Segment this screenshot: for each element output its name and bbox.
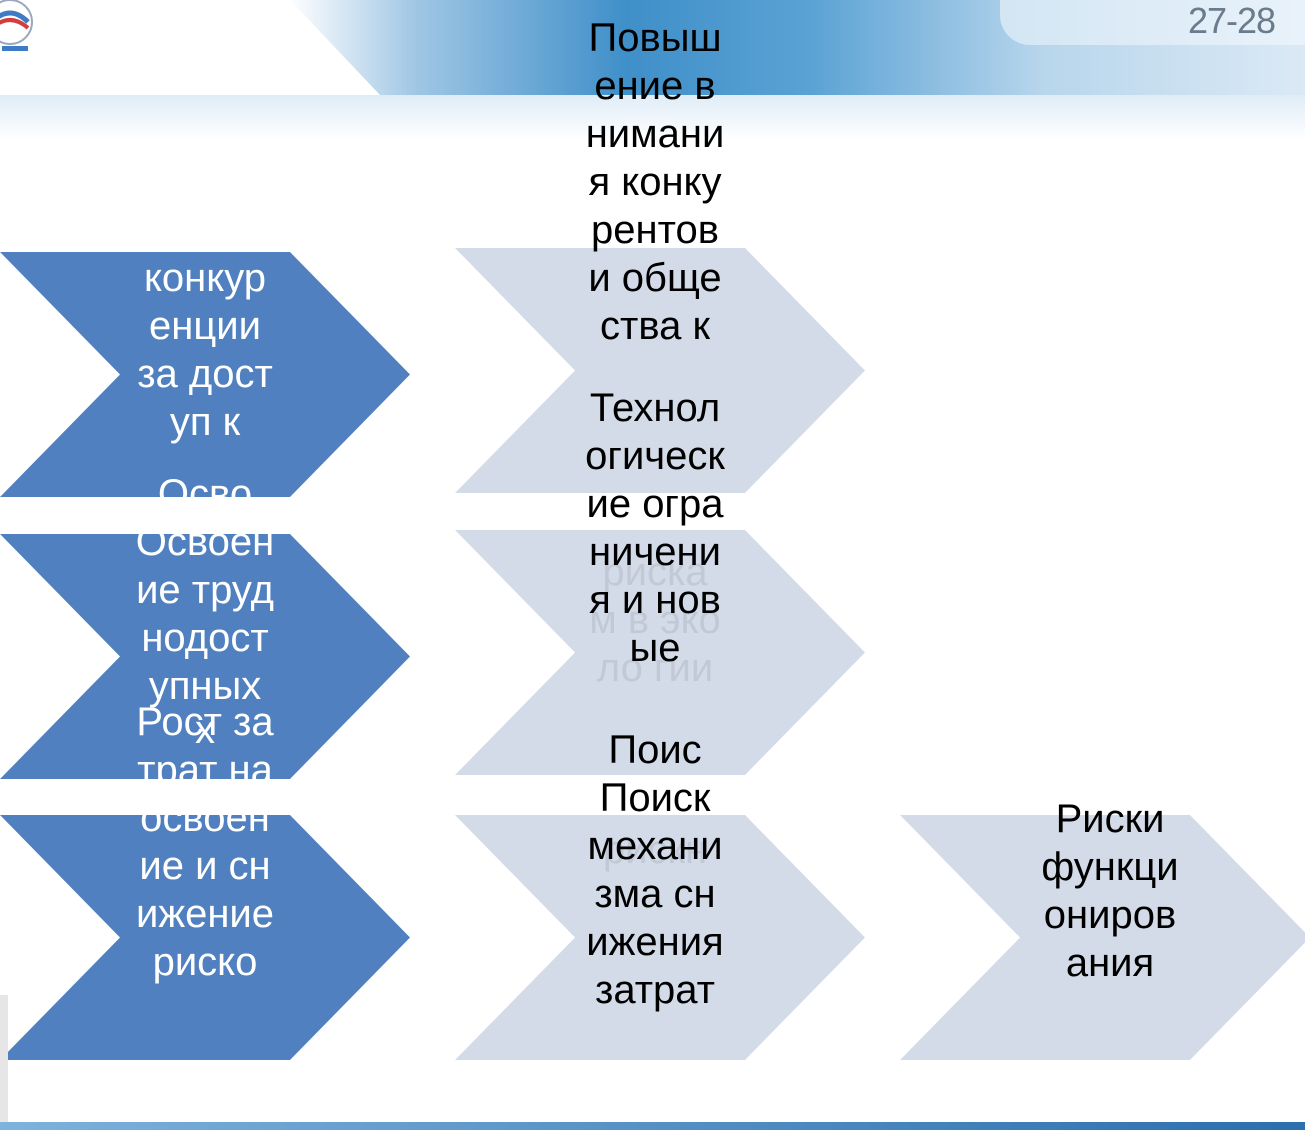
outcome-label-3: Риски функционирования <box>1041 797 1179 985</box>
effect-tail-3: Поис <box>608 728 702 772</box>
effect-label-1: Повышение внимания конкурентов и обществ… <box>585 16 725 348</box>
effect-label-2: Технологические ограничения и новые <box>585 386 725 670</box>
logo-icon <box>0 0 33 51</box>
footer-bar <box>0 1122 1305 1130</box>
effect-faint-3: рискн <box>602 828 708 872</box>
event-date: 27-28 <box>1188 0 1276 41</box>
cause-label-2: Освоение труднодоступных <box>135 520 275 708</box>
cause-tail-2: х <box>195 708 215 752</box>
effect-label-3: Поиск механизма снижения затрат <box>586 776 724 1012</box>
cause-label-3: Рост затрат на освоение и снижение риско <box>135 700 275 984</box>
header-date-pill <box>1000 0 1305 45</box>
left-strip <box>0 995 8 1125</box>
effect-faint-2: риска м в эколо гии <box>589 550 721 690</box>
header-fade <box>0 95 1305 140</box>
cause-label-1: конкуренции за доступ к <box>137 256 273 444</box>
cause-tail-1: Осво <box>157 472 253 516</box>
